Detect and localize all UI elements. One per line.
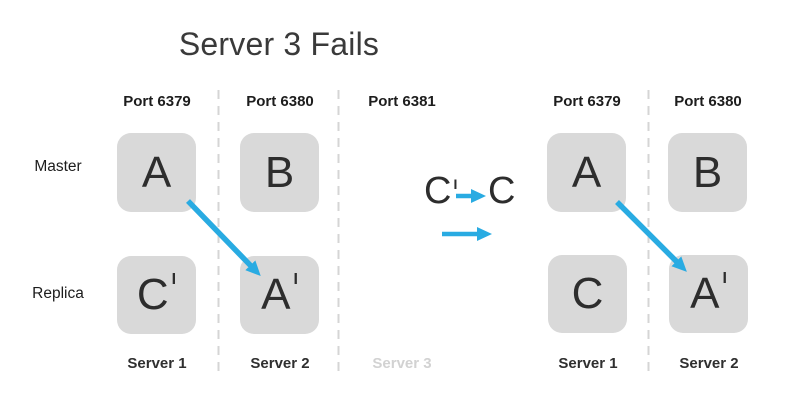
prime-mark: I [293, 271, 298, 288]
prime-mark: I [171, 271, 177, 288]
prime-mark: I [453, 176, 458, 192]
before-server-label-3-failed: Server 3 [372, 355, 432, 372]
node-master-a-after: A [547, 133, 626, 212]
node-replica-c-after: C [548, 255, 627, 333]
before-server-label-1: Server 1 [127, 355, 187, 372]
before-port-label-3: Port 6381 [368, 93, 436, 110]
prime-mark: I [722, 270, 727, 287]
row-label-replica: Replica [32, 285, 84, 302]
node-letter: A [141, 147, 172, 197]
node-letter: C [571, 269, 604, 318]
node-master-a-before: A [117, 133, 196, 212]
transition-from-letter: C [424, 170, 452, 212]
node-letter: C [136, 270, 169, 319]
after-port-label-1: Port 6379 [553, 93, 621, 110]
node-letter: A [571, 147, 602, 197]
after-server-label-1: Server 1 [558, 355, 618, 372]
node-master-b-before: B [240, 133, 319, 212]
row-label-master: Master [34, 158, 82, 175]
node-letter: A [261, 270, 291, 319]
transition-to-label: C [488, 170, 516, 212]
replication-arrow-after-icon [615, 200, 687, 272]
before-port-label-1: Port 6379 [123, 93, 191, 110]
node-master-b-after: B [668, 133, 747, 212]
replication-arrow-before-icon [186, 199, 261, 277]
before-server-label-2: Server 2 [250, 355, 310, 372]
after-port-label-2: Port 6380 [674, 93, 742, 110]
node-letter: B [692, 147, 723, 197]
node-letter: B [264, 147, 295, 197]
node-letter: A [690, 269, 720, 318]
after-server-label-2: Server 2 [679, 355, 739, 372]
before-port-label-2: Port 6380 [246, 93, 314, 110]
diagram-title: Server 3 Fails [178, 26, 380, 62]
